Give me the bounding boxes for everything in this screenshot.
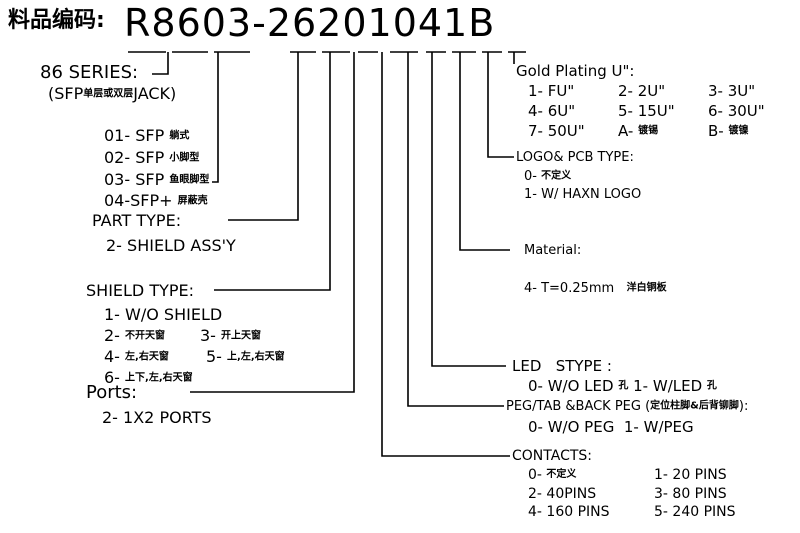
sfp-type-03: 03- SFP 鱼眼脚型 (104, 170, 210, 189)
logo-pcb-title: LOGO& PCB TYPE: (516, 150, 634, 165)
sfp-type-04: 04-SFP+ 屏蔽壳 (104, 191, 208, 210)
contacts-r3b: 5- 240 PINS (654, 504, 736, 520)
gold-plating-title: Gold Plating U": (516, 62, 635, 80)
shield-row-2a: 2- 不开天窗 (104, 326, 166, 345)
gold-row-3c: B- 镀镍 (708, 122, 749, 140)
peg-row: 0- W/O PEG 1- W/PEG (528, 418, 694, 436)
ports-item: 2- 1X2 PORTS (102, 408, 212, 427)
series-desc: (SFP单层或双层JACK) (48, 84, 177, 103)
contacts-r3a: 4- 160 PINS (528, 504, 610, 520)
sfp-type-02: 02- SFP 小脚型 (104, 148, 200, 167)
gold-row-2c: 6- 30U" (708, 102, 765, 120)
logo-pcb-row-0: 0- 不定义 (524, 169, 572, 184)
shield-row-1: 1- W/O SHIELD (104, 305, 223, 324)
part-type-title: PART TYPE: (92, 211, 182, 230)
gold-row-1c: 3- 3U" (708, 82, 756, 100)
led-row: 0- W/O LED 孔 1- W/LED 孔 (528, 377, 717, 395)
contacts-r1b: 1- 20 PINS (654, 467, 727, 483)
gold-row-2a: 4- 6U" (528, 102, 576, 120)
contacts-r1a: 0- 不定义 (528, 467, 577, 483)
contacts-r2a: 2- 40PINS (528, 486, 597, 502)
shield-row-4: 6- 上下,左,右天窗 (104, 368, 193, 387)
led-title: LED STYPE : (512, 357, 612, 375)
part-type-item: 2- SHIELD ASS'Y (106, 236, 236, 255)
material-title: Material: (524, 243, 582, 258)
shield-row-3b: 5- 上,左,右天窗 (206, 347, 285, 366)
part-code: R8603-26201041B (124, 1, 496, 45)
gold-row-3b: A- 镀锡 (618, 122, 659, 140)
shield-row-2b: 3- 开上天窗 (200, 326, 262, 345)
contacts-title: CONTACTS: (512, 448, 592, 464)
logo-pcb-row-1: 1- W/ HAXN LOGO (524, 187, 642, 202)
code-label: 料品编码: (8, 8, 105, 33)
shield-type-title: SHIELD TYPE: (86, 281, 195, 300)
peg-title: PEG/TAB &BACK PEG (定位柱脚&后背铆脚): (506, 399, 749, 414)
ports-title: Ports: (86, 382, 138, 403)
gold-row-1a: 1- FU" (528, 82, 575, 100)
gold-row-1b: 2- 2U" (618, 82, 666, 100)
shield-row-3a: 4- 左,右天窗 (104, 347, 169, 366)
gold-row-2b: 5- 15U" (618, 102, 675, 120)
series-title: 86 SERIES: (40, 62, 139, 83)
sfp-type-01: 01- SFP 躺式 (104, 126, 190, 145)
gold-row-3a: 7- 50U" (528, 122, 585, 140)
material-item: 4- T=0.25mm 洋白铜板 (524, 281, 667, 296)
contacts-r2b: 3- 80 PINS (654, 486, 727, 502)
